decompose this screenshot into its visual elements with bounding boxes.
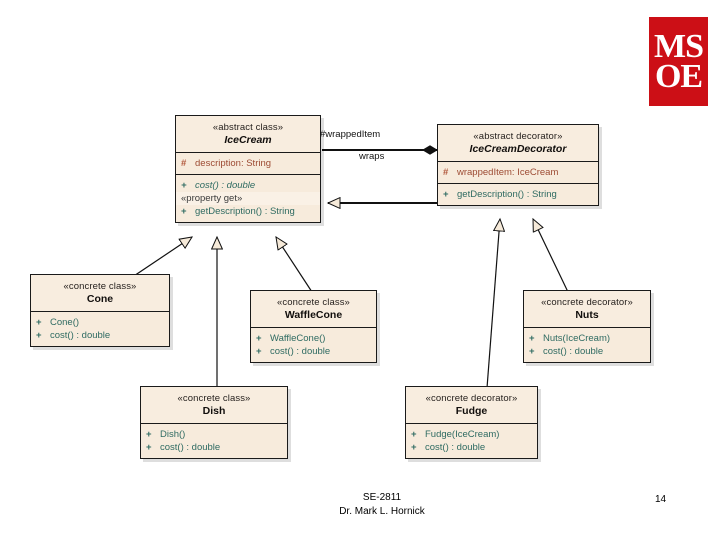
logo-text-line2: OE: [654, 57, 703, 95]
operation-text: cost() : double: [270, 346, 331, 357]
class-box-wafflecone[interactable]: «concrete class» WaffleCone + WaffleCone…: [250, 290, 377, 363]
operation-text: cost() : double: [160, 442, 221, 453]
generalization-wafflecone-to-icecream: [276, 237, 313, 293]
operation-text: Dish(): [160, 429, 186, 440]
class-stereotype: «concrete decorator»: [541, 297, 633, 308]
operations-compartment-nuts: + Nuts(IceCream) + cost() : double: [524, 328, 650, 362]
class-stereotype: «concrete decorator»: [425, 393, 518, 404]
attribute-row: # description: String: [176, 157, 320, 170]
class-stereotype: «concrete class»: [63, 281, 137, 292]
operation-row: + Cone(): [31, 316, 169, 329]
operation-row: + cost() : double: [251, 345, 376, 358]
class-header-icecreamdecorator: «abstract decorator» IceCreamDecorator: [438, 125, 598, 162]
class-box-nuts[interactable]: «concrete decorator» Nuts + Nuts(IceCrea…: [523, 290, 651, 363]
operation-row: + WaffleCone(): [251, 332, 376, 345]
operation-row: + cost() : double: [176, 179, 320, 192]
operation-text: cost() : double: [543, 346, 604, 357]
class-header-fudge: «concrete decorator» Fudge: [406, 387, 537, 424]
attribute-text: wrappedItem: IceCream: [457, 167, 559, 178]
operations-compartment-fudge: + Fudge(IceCream) + cost() : double: [406, 424, 537, 458]
class-name: IceCreamDecorator: [469, 143, 567, 155]
visibility-marker: +: [36, 330, 42, 341]
page-number: 14: [655, 494, 667, 505]
property-get-stereotype: «property get»: [176, 192, 320, 205]
class-header-nuts: «concrete decorator» Nuts: [524, 291, 650, 328]
visibility-marker: #: [181, 158, 187, 169]
class-stereotype: «concrete class»: [277, 297, 350, 308]
class-name: IceCream: [224, 134, 272, 146]
visibility-marker: +: [146, 429, 152, 440]
operation-row: + cost() : double: [406, 441, 537, 454]
operations-compartment-wafflecone: + WaffleCone() + cost() : double: [251, 328, 376, 362]
visibility-marker: +: [529, 346, 535, 357]
operation-row: + getDescription() : String: [438, 188, 598, 201]
class-name: Cone: [86, 293, 114, 305]
class-name: WaffleCone: [284, 309, 343, 321]
footer-author: Dr. Mark L. Hornick: [339, 505, 425, 517]
attributes-compartment-icecreamdecorator: # wrappedItem: IceCream: [438, 162, 598, 184]
operation-row: + cost() : double: [141, 441, 287, 454]
operation-text: getDescription() : String: [195, 206, 295, 217]
class-name: Dish: [202, 405, 226, 417]
operation-row: + Fudge(IceCream): [406, 428, 537, 441]
association-name-label: wraps: [359, 151, 385, 162]
class-header-icecream: «abstract class» IceCream: [176, 116, 320, 153]
class-stereotype: «abstract decorator»: [473, 131, 563, 142]
visibility-marker: +: [256, 333, 262, 344]
operation-text: Fudge(IceCream): [425, 429, 500, 440]
operation-row: + cost() : double: [524, 345, 650, 358]
attributes-compartment-icecream: # description: String: [176, 153, 320, 175]
class-box-icecream[interactable]: «abstract class» IceCream # description:…: [175, 115, 321, 223]
slide-footer: SE-2811 Dr. Mark L. Hornick: [282, 491, 482, 518]
operation-text: cost() : double: [50, 330, 111, 341]
generalization-fudge-to-decorator: [486, 219, 500, 389]
visibility-marker: +: [411, 442, 417, 453]
class-header-cone: «concrete class» Cone: [31, 275, 169, 312]
class-stereotype: «abstract class»: [212, 122, 284, 133]
operation-text: WaffleCone(): [270, 333, 326, 344]
attribute-text: description: String: [195, 158, 272, 169]
class-name: Nuts: [575, 309, 599, 321]
operations-compartment-icecreamdecorator: + getDescription() : String: [438, 184, 598, 205]
operations-compartment-icecream: + cost() : double «property get» + getDe…: [176, 175, 320, 222]
visibility-marker: +: [36, 317, 42, 328]
visibility-marker: #: [443, 167, 449, 178]
class-box-dish[interactable]: «concrete class» Dish + Dish() + cost() …: [140, 386, 288, 459]
operations-compartment-cone: + Cone() + cost() : double: [31, 312, 169, 346]
visibility-marker: +: [411, 429, 417, 440]
class-stereotype: «concrete class»: [177, 393, 251, 404]
visibility-marker: +: [256, 346, 262, 357]
operation-row: + cost() : double: [31, 329, 169, 342]
logo-text-line1: MS: [654, 28, 704, 66]
association-role-label: #wrappedItem: [320, 129, 381, 140]
class-box-fudge[interactable]: «concrete decorator» Fudge + Fudge(IceCr…: [405, 386, 538, 459]
visibility-marker: +: [529, 333, 535, 344]
footer-course-code: SE-2811: [362, 492, 402, 503]
attribute-row: # wrappedItem: IceCream: [438, 166, 598, 179]
msoe-logo: MS OE: [649, 17, 708, 106]
class-box-cone[interactable]: «concrete class» Cone + Cone() + cost() …: [30, 274, 170, 347]
operation-row: + Dish(): [141, 428, 287, 441]
visibility-marker: +: [443, 189, 449, 200]
operations-compartment-dish: + Dish() + cost() : double: [141, 424, 287, 458]
operation-text: Cone(): [50, 317, 80, 328]
visibility-marker: +: [181, 206, 187, 217]
operation-row: + Nuts(IceCream): [524, 332, 650, 345]
class-box-icecreamdecorator[interactable]: «abstract decorator» IceCreamDecorator #…: [437, 124, 599, 206]
operation-row: + getDescription() : String: [176, 205, 320, 218]
operation-text: cost() : double: [195, 180, 256, 191]
visibility-marker: +: [181, 180, 187, 191]
visibility-marker: +: [146, 442, 152, 453]
operation-text: cost() : double: [425, 442, 486, 453]
class-header-dish: «concrete class» Dish: [141, 387, 287, 424]
class-header-wafflecone: «concrete class» WaffleCone: [251, 291, 376, 328]
operation-text: Nuts(IceCream): [543, 333, 611, 344]
operation-text: getDescription() : String: [457, 189, 557, 200]
class-name: Fudge: [455, 405, 488, 417]
generalization-nuts-to-decorator: [532, 219, 569, 293]
